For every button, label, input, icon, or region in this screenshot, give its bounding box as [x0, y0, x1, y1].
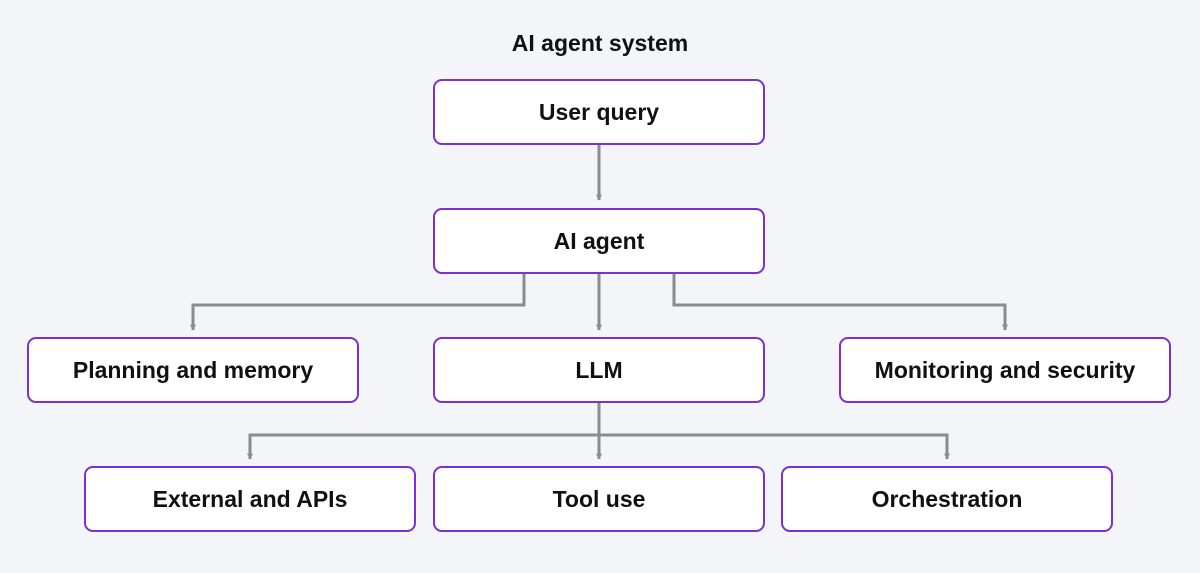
- edge-ai-agent-to-planning: [190, 273, 526, 331]
- node-llm: LLM: [433, 337, 765, 403]
- node-ai-agent: AI agent: [433, 208, 765, 274]
- node-monitoring-and-security: Monitoring and security: [839, 337, 1171, 403]
- node-user-query: User query: [433, 79, 765, 145]
- node-orchestration: Orchestration: [781, 466, 1113, 532]
- edge-llm-to-external-apis: [247, 433, 599, 460]
- node-planning-and-memory: Planning and memory: [27, 337, 359, 403]
- diagram-title: AI agent system: [511, 30, 689, 56]
- edge-ai-agent-to-monitoring: [672, 273, 1008, 331]
- edge-llm-to-orchestration: [599, 433, 950, 460]
- node-external-and-apis: External and APIs: [84, 466, 416, 532]
- node-tool-use: Tool use: [433, 466, 765, 532]
